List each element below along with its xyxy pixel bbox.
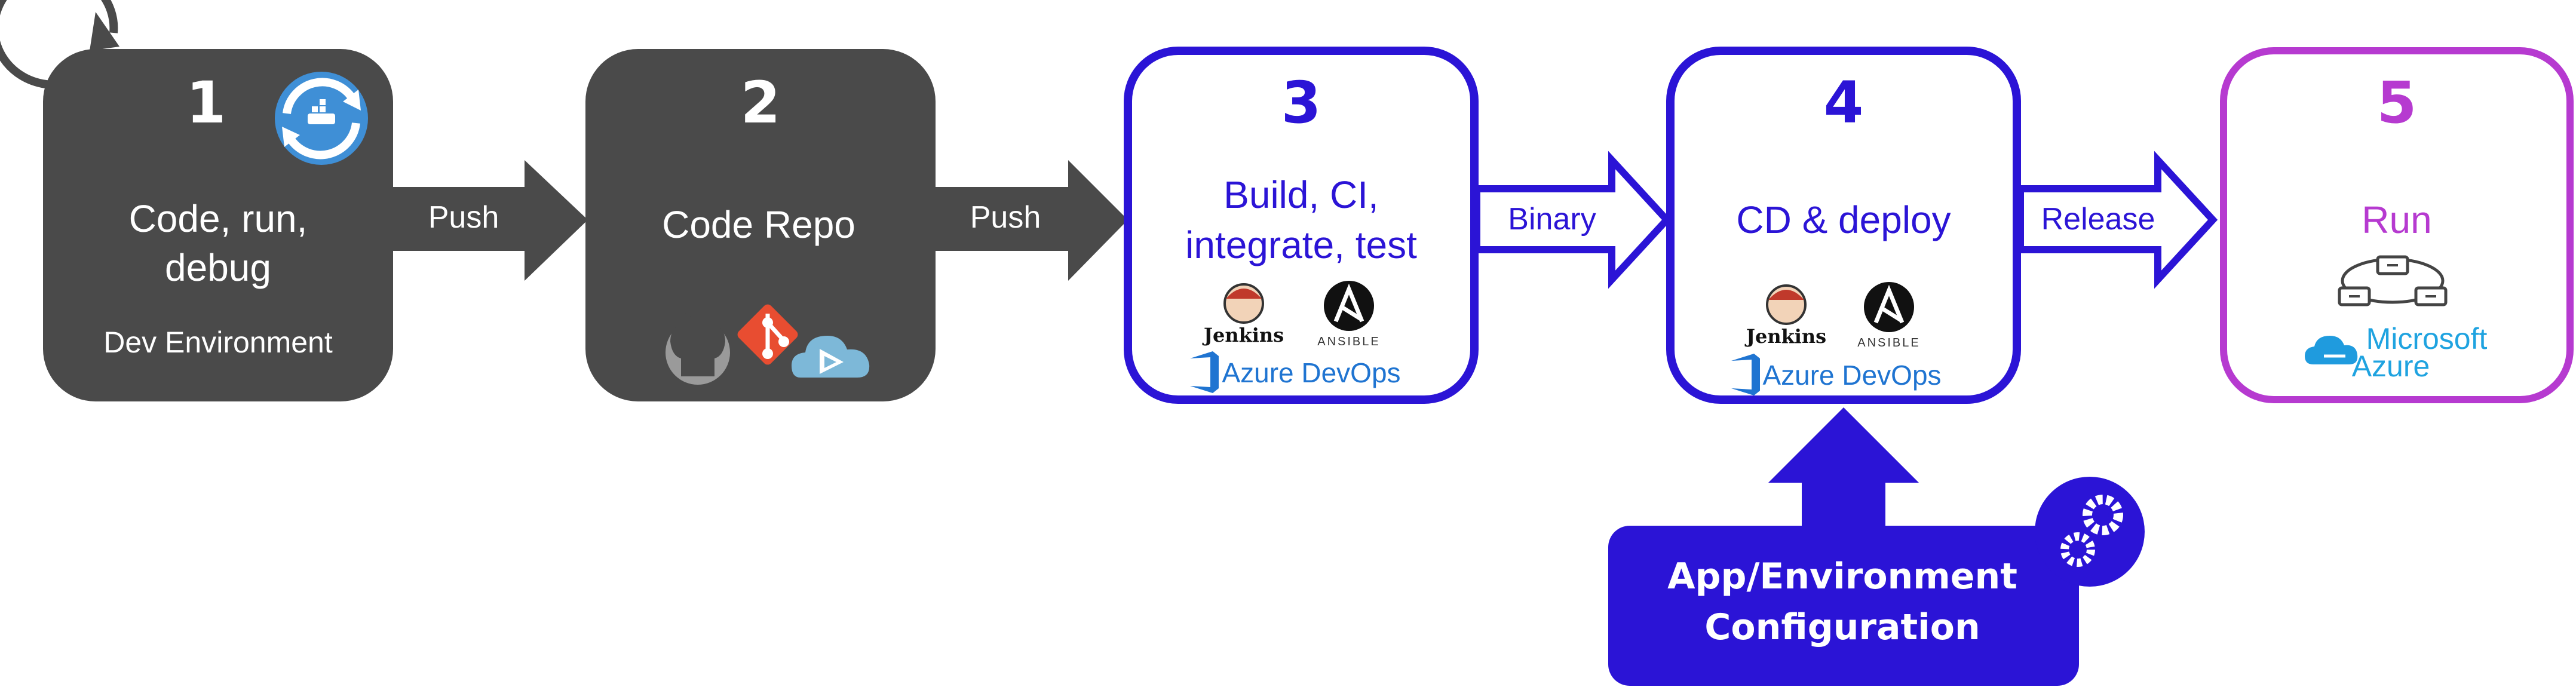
jenkins-icon: Jenkins [1202, 283, 1284, 346]
step-1-title-line-1: Code, run, [129, 197, 308, 240]
step-4-jenkins-label: Jenkins [1744, 325, 1826, 348]
step-3-ansible-label: ANSIBLE [1317, 335, 1380, 348]
gears-icon [2035, 477, 2145, 587]
azure-devops-icon: Azure DevOps [1190, 351, 1401, 393]
step-3: 3 Build, CI, integrate, test Jenkins ANS… [1124, 47, 1479, 404]
step-2-number: 2 [741, 69, 781, 136]
ansible-icon: ANSIBLE [1317, 281, 1380, 348]
step-4-title-line-1: CD & deploy [1736, 198, 1951, 241]
step-4-ansible-label: ANSIBLE [1857, 336, 1920, 349]
jenkins-icon: Jenkins [1744, 284, 1826, 348]
arrow-release: Release [2017, 151, 2218, 289]
step-1: 1 Code, run, debug Dev Environment [0, 0, 393, 401]
github-icon [666, 312, 730, 385]
step-3-number: 3 [1281, 69, 1321, 136]
step-4: 4 CD & deploy Jenkins ANSIBLE Azure DevO… [1666, 47, 2021, 404]
step-1-number: 1 [186, 69, 226, 136]
step-3-jenkins-label: Jenkins [1202, 324, 1284, 346]
step-5-number: 5 [2377, 69, 2417, 136]
arrow-binary-label: Binary [1508, 202, 1596, 237]
step-5: 5 Run Microsoft Azure [2220, 47, 2574, 403]
step-4-azure-devops-label: Azure DevOps [1762, 360, 1941, 391]
step-3-title-line-1: Build, CI, [1223, 173, 1379, 216]
azure-cloud-icon [2305, 336, 2358, 364]
config-line-2: Configuration [1704, 606, 1980, 648]
step-5-microsoft-label: Microsoft [2366, 322, 2488, 355]
network-nodes-icon [2338, 255, 2448, 306]
step-2-title-line-1: Code Repo [662, 203, 855, 246]
azure-devops-icon: Azure DevOps [1731, 354, 1942, 395]
docker-icon [275, 72, 368, 165]
config-up-arrow [1768, 407, 1919, 535]
config-line-1: App/Environment [1667, 556, 2017, 597]
step-5-azure-label: Azure [2352, 349, 2430, 383]
step-3-azure-devops-label: Azure DevOps [1222, 357, 1400, 388]
step-3-title-line-2: integrate, test [1185, 223, 1417, 266]
config-box [1608, 526, 2079, 686]
git-icon [737, 304, 798, 365]
step-2: 2 Code Repo [585, 49, 936, 401]
azure-repos-icon [792, 336, 870, 378]
step-1-subtitle: Dev Environment [103, 326, 333, 359]
cycle-arrow-icon [0, 0, 119, 89]
config-block: App/Environment Configuration [1608, 407, 2145, 686]
step-5-box [2220, 47, 2574, 403]
arrow-push-1: Push [392, 160, 588, 281]
arrow-push-1-label: Push [428, 200, 499, 235]
step-5-title-line-1: Run [2362, 198, 2431, 241]
ansible-icon: ANSIBLE [1857, 282, 1920, 349]
arrow-push-2: Push [934, 160, 1128, 281]
arrow-push-2-label: Push [970, 200, 1041, 235]
step-1-title-line-2: debug [165, 246, 271, 289]
step-2-box [585, 49, 936, 401]
step-4-number: 4 [1824, 69, 1864, 136]
arrow-binary: Binary [1473, 151, 1672, 289]
arrow-release-label: Release [2041, 202, 2155, 237]
